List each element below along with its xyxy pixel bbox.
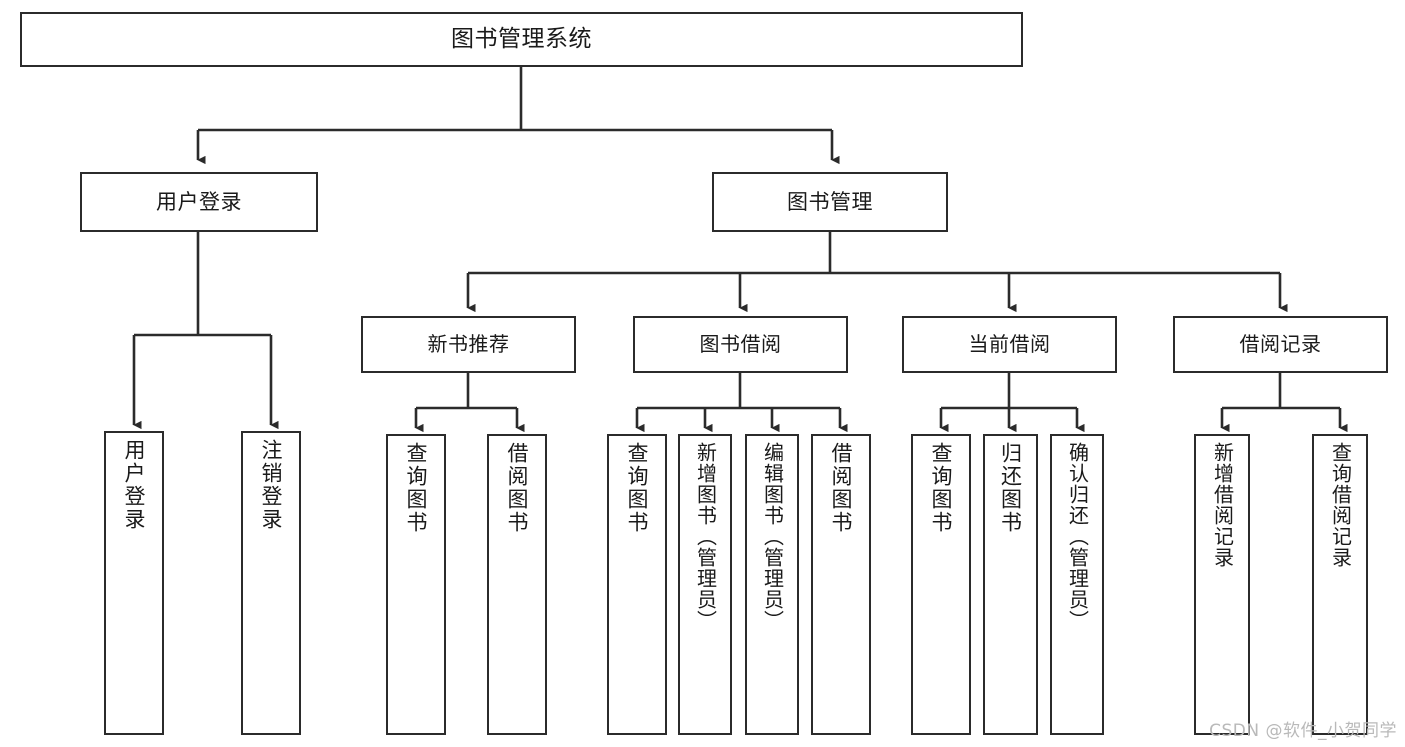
leaf-confirm-return-label: 确认归还（管理员） [1065, 442, 1090, 631]
node-borrow-record[interactable]: 借阅记录 [1173, 316, 1388, 373]
leaf-return-book-label: 归还图书 [998, 442, 1023, 534]
leaf-add-record-label: 新增借阅记录 [1210, 442, 1235, 568]
leaf-edit-book[interactable]: 编辑图书（管理员） [745, 434, 799, 735]
node-new-book-recommend-label: 新书推荐 [427, 331, 510, 356]
leaf-user-login[interactable]: 用户登录 [104, 431, 164, 735]
node-book-manage[interactable]: 图书管理 [712, 172, 948, 232]
leaf-logout-login-label: 注销登录 [259, 439, 284, 531]
leaf-confirm-return[interactable]: 确认归还（管理员） [1050, 434, 1104, 735]
leaf-query-book-3[interactable]: 查询图书 [911, 434, 971, 735]
leaf-add-book[interactable]: 新增图书（管理员） [678, 434, 732, 735]
leaf-query-book-1[interactable]: 查询图书 [386, 434, 446, 735]
leaf-query-record-label: 查询借阅记录 [1328, 442, 1353, 568]
node-new-book-recommend[interactable]: 新书推荐 [361, 316, 576, 373]
csdn-watermark: CSDN @软件_小贺同学 [1209, 721, 1397, 741]
leaf-borrow-book-2-label: 借阅图书 [829, 442, 854, 534]
node-user-login[interactable]: 用户登录 [80, 172, 318, 232]
leaf-query-book-3-label: 查询图书 [929, 442, 954, 534]
leaf-edit-book-label: 编辑图书（管理员） [760, 442, 785, 631]
leaf-query-book-1-label: 查询图书 [404, 442, 429, 534]
leaf-borrow-book-1[interactable]: 借阅图书 [487, 434, 547, 735]
leaf-return-book[interactable]: 归还图书 [983, 434, 1038, 735]
node-user-login-label: 用户登录 [156, 189, 242, 214]
leaf-borrow-book-2[interactable]: 借阅图书 [811, 434, 871, 735]
node-book-borrow[interactable]: 图书借阅 [633, 316, 848, 373]
leaf-query-book-2-label: 查询图书 [625, 442, 650, 534]
node-borrow-record-label: 借阅记录 [1239, 331, 1322, 356]
leaf-user-login-label: 用户登录 [122, 439, 147, 531]
node-book-borrow-label: 图书借阅 [699, 331, 782, 356]
node-book-manage-label: 图书管理 [787, 189, 873, 214]
leaf-logout-login[interactable]: 注销登录 [241, 431, 301, 735]
leaf-borrow-book-1-label: 借阅图书 [505, 442, 530, 534]
node-current-borrow-label: 当前借阅 [968, 331, 1051, 356]
leaf-add-book-label: 新增图书（管理员） [693, 442, 718, 631]
node-current-borrow[interactable]: 当前借阅 [902, 316, 1117, 373]
leaf-query-book-2[interactable]: 查询图书 [607, 434, 667, 735]
leaf-add-record[interactable]: 新增借阅记录 [1194, 434, 1250, 735]
leaf-query-record[interactable]: 查询借阅记录 [1312, 434, 1368, 735]
node-root-label: 图书管理系统 [451, 25, 592, 52]
node-root[interactable]: 图书管理系统 [20, 12, 1023, 67]
